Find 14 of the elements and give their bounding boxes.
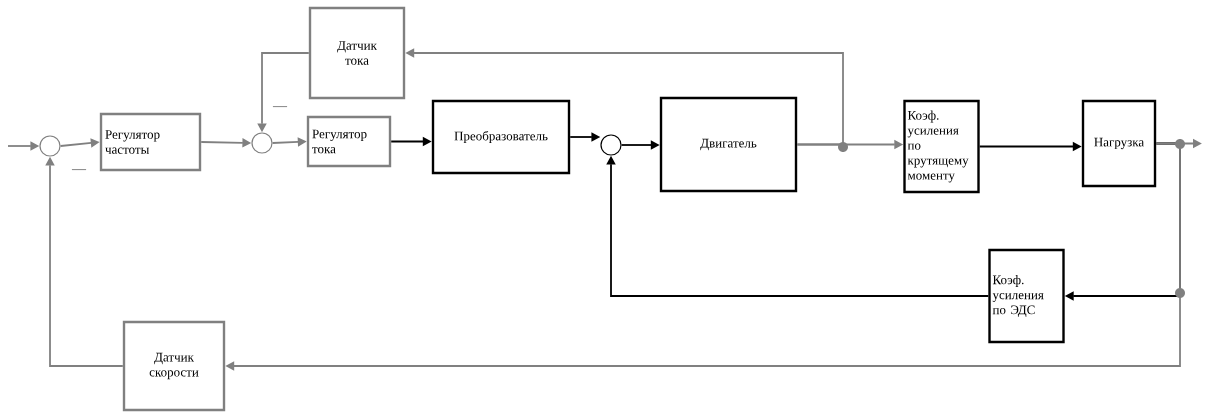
block-box: Регулятор тока bbox=[306, 115, 392, 168]
minus-sign: — bbox=[272, 106, 288, 108]
block-box: Коэф. усиления по ЭДС bbox=[988, 248, 1065, 344]
block-box: Датчик скорости bbox=[122, 320, 226, 412]
block-box: Двигатель bbox=[659, 96, 798, 193]
summing-junction bbox=[600, 134, 622, 156]
minus-sign: — bbox=[71, 169, 87, 171]
block-box: Регулятор частоты bbox=[99, 112, 202, 172]
block-box: Преобразователь bbox=[431, 99, 571, 175]
block-box: Датчик тока bbox=[308, 6, 406, 100]
summing-junction bbox=[39, 135, 61, 157]
block-box: Коэф. усиления по крутящему моменту bbox=[903, 99, 980, 194]
block-box: Нагрузка bbox=[1081, 99, 1157, 188]
summing-junction bbox=[251, 132, 273, 154]
